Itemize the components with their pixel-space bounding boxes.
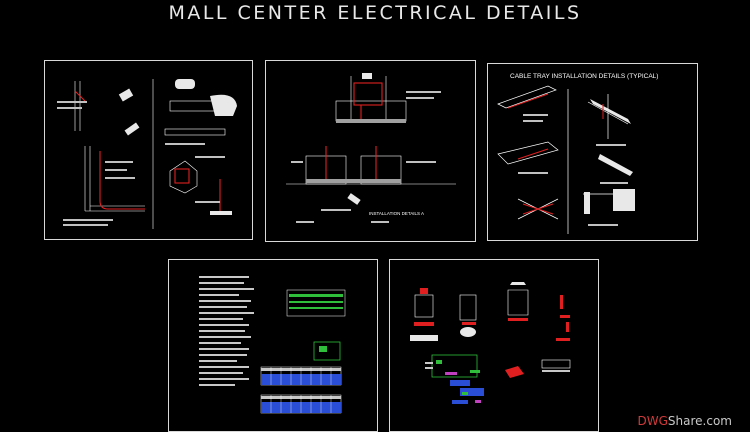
sheet-4-drawing [199, 276, 346, 414]
sheet-2-drawing [286, 73, 456, 223]
sheet-3-caption: CABLE TRAY INSTALLATION DETAILS (TYPICAL… [510, 73, 659, 80]
sheet-1-frame[interactable] [44, 60, 253, 240]
watermark-brand-part2: Share.com [667, 414, 732, 428]
sheet-3-drawing [497, 85, 635, 234]
sheet-3-frame[interactable]: CABLE TRAY INSTALLATION DETAILS (TYPICAL… [487, 63, 698, 241]
sheet-2-caption: INSTALLATION DETAILS A [369, 211, 425, 216]
sheet-2-frame[interactable]: INSTALLATION DETAILS A [265, 60, 476, 242]
sheet-4-frame[interactable] [168, 259, 378, 432]
sheet-1-drawing [57, 79, 237, 229]
drawing-title: MALL CENTER ELECTRICAL DETAILS [168, 2, 582, 24]
sheet-5-frame[interactable] [389, 259, 599, 432]
watermark-brand-part1: DWG [637, 414, 668, 428]
watermark: DWGShare.com [638, 414, 732, 428]
sheet-5-drawing [410, 282, 571, 404]
